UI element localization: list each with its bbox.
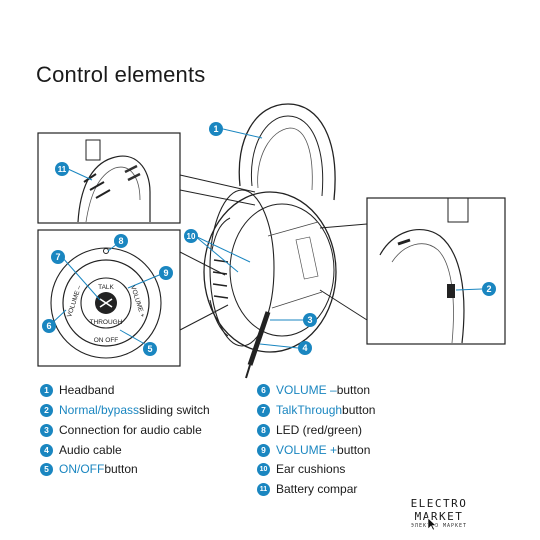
- callout-7: 7: [51, 250, 65, 264]
- callout-9: 9: [159, 266, 173, 280]
- callout-lines: [49, 128, 483, 349]
- page-title: Control elements: [36, 62, 206, 87]
- svg-text:1: 1: [213, 124, 218, 134]
- svg-text:2: 2: [486, 284, 491, 294]
- svg-text:3: 3: [307, 315, 312, 325]
- svg-text:8: 8: [118, 236, 123, 246]
- headset-illustration: [203, 103, 337, 379]
- svg-text:6: 6: [46, 321, 51, 331]
- callout-10: 10: [184, 229, 198, 243]
- callout-1: 1: [209, 122, 223, 136]
- callout-6: 6: [42, 319, 56, 333]
- dial-onoff: ON OFF: [94, 337, 119, 344]
- dial-talk: TALK: [98, 284, 114, 291]
- svg-text:11: 11: [58, 165, 67, 174]
- svg-text:7: 7: [55, 252, 60, 262]
- svg-text:10: 10: [187, 232, 196, 241]
- inset-switch: [366, 197, 506, 345]
- svg-text:9: 9: [163, 268, 168, 278]
- callout-5: 5: [143, 342, 157, 356]
- svg-text:4: 4: [302, 343, 307, 353]
- inset-battery: [37, 132, 181, 224]
- callout-8: 8: [114, 234, 128, 248]
- mouse-cursor-icon: [427, 517, 437, 531]
- callout-11: 11: [55, 162, 69, 176]
- svg-text:5: 5: [147, 344, 152, 354]
- callout-2: 2: [482, 282, 496, 296]
- dial-volume-plus: VOLUME +: [129, 285, 146, 319]
- callout-3: 3: [303, 313, 317, 327]
- watermark: ELECTRO MARKET ЭЛЕКТРО МАРКЕТ: [410, 497, 468, 529]
- callout-4: 4: [298, 341, 312, 355]
- dial-through: THROUGH: [90, 319, 123, 326]
